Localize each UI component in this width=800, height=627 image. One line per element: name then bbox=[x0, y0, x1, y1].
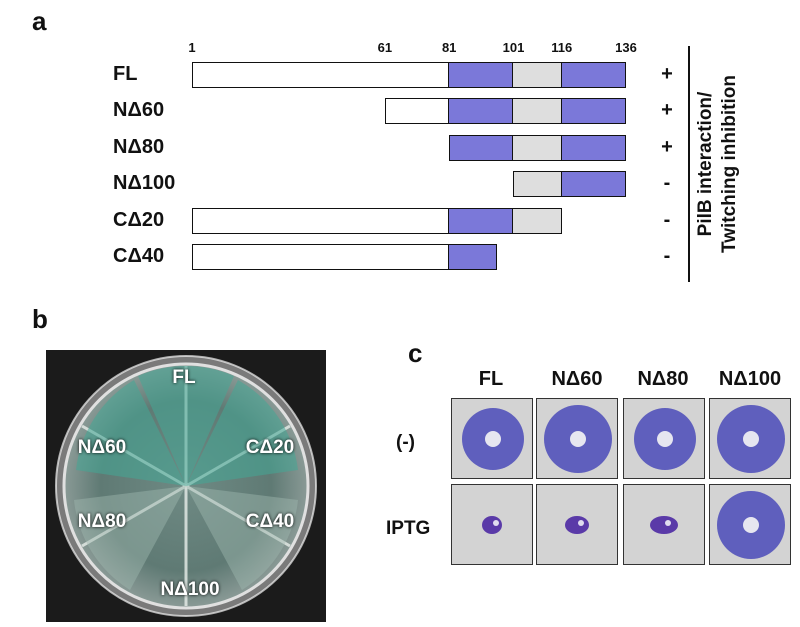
plate-label-cd20: CΔ20 bbox=[245, 437, 295, 458]
construct-segment bbox=[449, 98, 514, 125]
colony-image bbox=[717, 491, 785, 559]
phenotype-divider bbox=[688, 46, 690, 282]
position-label: 61 bbox=[377, 40, 393, 55]
construct-segment bbox=[449, 62, 514, 88]
construct-segment bbox=[449, 207, 514, 234]
column-header-nd80: NΔ80 bbox=[637, 368, 689, 390]
plate-label-fl: FL bbox=[172, 367, 196, 388]
construct-segment bbox=[384, 98, 450, 125]
construct-label: NΔ60 bbox=[113, 99, 165, 122]
construct-segment bbox=[513, 171, 562, 198]
construct-segment bbox=[192, 62, 450, 88]
colony-image bbox=[565, 516, 589, 534]
construct-segment bbox=[449, 244, 498, 270]
phenotype-label-line1: PilB interaction/ bbox=[695, 91, 716, 237]
construct-segment bbox=[561, 171, 626, 198]
colony-tile bbox=[536, 398, 618, 479]
construct-segment bbox=[561, 62, 626, 88]
colony-tile bbox=[623, 398, 705, 479]
construct-segment bbox=[449, 134, 514, 161]
row-header-control: (-) bbox=[396, 432, 415, 453]
plate-label-nd80: NΔ80 bbox=[77, 511, 127, 532]
construct-label: NΔ80 bbox=[113, 135, 165, 158]
colony-tile bbox=[451, 398, 533, 479]
colony-image bbox=[634, 408, 696, 470]
column-header-fl: FL bbox=[478, 368, 504, 390]
colony-tile bbox=[709, 398, 791, 479]
plate-label-cd40: CΔ40 bbox=[245, 511, 295, 532]
panel-b-letter: b bbox=[32, 304, 48, 334]
construct-segment bbox=[192, 244, 450, 270]
colony-image bbox=[650, 516, 678, 534]
colony-tile bbox=[709, 484, 791, 565]
position-label: 116 bbox=[551, 40, 573, 55]
construct-segment bbox=[513, 98, 562, 125]
colony-tile bbox=[623, 484, 705, 565]
panel-c-letter: c bbox=[408, 338, 423, 368]
plate-label-nd60: NΔ60 bbox=[77, 437, 127, 458]
construct-segment bbox=[561, 134, 626, 161]
construct-segment bbox=[192, 207, 450, 234]
row-header-iptg: IPTG bbox=[386, 518, 431, 539]
phenotype-sign: + bbox=[661, 135, 673, 158]
colony-tile bbox=[536, 484, 618, 565]
position-label: 1 bbox=[188, 40, 196, 55]
position-label: 101 bbox=[502, 40, 525, 55]
phenotype-sign: - bbox=[663, 172, 671, 195]
phenotype-label-line2: Twitching inhibition bbox=[719, 75, 740, 253]
colony-image bbox=[482, 516, 502, 534]
phenotype-label: PilB interaction/ Twitching inhibition bbox=[694, 75, 742, 253]
construct-segment bbox=[513, 62, 562, 88]
colony-image bbox=[462, 408, 524, 470]
column-header-nd100: NΔ100 bbox=[718, 368, 782, 390]
construct-label: NΔ100 bbox=[113, 172, 176, 195]
construct-label: CΔ40 bbox=[113, 245, 165, 267]
phenotype-sign: + bbox=[661, 63, 673, 85]
construct-label: CΔ20 bbox=[113, 208, 165, 231]
position-label: 81 bbox=[441, 40, 457, 55]
construct-segment bbox=[513, 134, 562, 161]
agar-plate-photo: FL CΔ20 CΔ40 NΔ100 NΔ80 NΔ60 bbox=[46, 350, 326, 622]
construct-label: FL bbox=[113, 63, 138, 85]
phenotype-sign: - bbox=[663, 245, 671, 267]
panel-a-letter: a bbox=[32, 6, 47, 36]
construct-segment bbox=[561, 98, 626, 125]
colony-image bbox=[544, 405, 612, 473]
petri-dish-image bbox=[55, 355, 317, 617]
phenotype-sign: - bbox=[663, 208, 671, 231]
colony-image bbox=[717, 405, 785, 473]
plate-label-nd100: NΔ100 bbox=[160, 579, 220, 600]
construct-segment bbox=[513, 207, 562, 234]
phenotype-sign: + bbox=[661, 99, 673, 122]
position-label: 136 bbox=[615, 40, 637, 55]
column-header-nd60: NΔ60 bbox=[551, 368, 603, 390]
colony-tile bbox=[451, 484, 533, 565]
